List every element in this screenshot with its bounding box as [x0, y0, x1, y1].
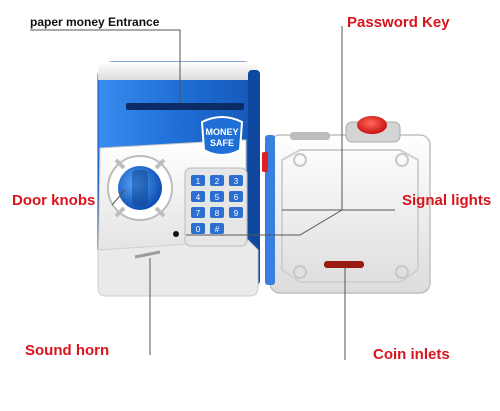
callout-lines	[30, 26, 395, 360]
keypad-key-label: 3	[234, 177, 239, 186]
door-knobs-label: Door knobs	[12, 192, 96, 209]
safe-back	[262, 116, 431, 294]
keypad-key	[191, 191, 205, 202]
password-key-button	[357, 116, 387, 134]
keypad-key	[210, 223, 224, 234]
keypad-key	[229, 207, 243, 218]
keypad-key-label: 0	[196, 225, 201, 234]
keypad-key-label: 4	[196, 193, 201, 202]
signal-light	[262, 152, 268, 172]
safe-front: 1 2 3 4 5 6 7 8 9 0 # MONEY SAFE	[97, 61, 260, 297]
keypad-key-label: 9	[234, 209, 239, 218]
keypad: 1 2 3 4 5 6 7 8 9 0 #	[191, 175, 243, 234]
bill-slot	[126, 103, 244, 110]
badge-line-2: SAFE	[210, 138, 234, 148]
money-safe-badge: MONEY SAFE	[200, 116, 244, 156]
keypad-key	[191, 175, 205, 186]
keypad-key-label: 7	[196, 209, 201, 218]
keypad-key-label: #	[215, 225, 220, 234]
keypad-key-label: 2	[215, 177, 220, 186]
keypad-key-label: 1	[196, 177, 201, 186]
coin-inlets-label: Coin inlets	[373, 346, 450, 363]
keypad-key	[210, 191, 224, 202]
signal-lights-label: Signal lights	[402, 192, 492, 209]
keypad-key	[191, 207, 205, 218]
keypad-key	[210, 175, 224, 186]
keypad-key	[229, 191, 243, 202]
keypad-key-label: 6	[234, 193, 239, 202]
keypad-key-label: 5	[215, 193, 220, 202]
keypad-key-label: 8	[215, 209, 220, 218]
sound-horn-label: Sound horn	[25, 342, 110, 359]
paper-money-entrance-label: paper money Entrance	[30, 15, 160, 29]
coin-slot	[324, 261, 364, 268]
badge-line-1: MONEY	[205, 127, 238, 137]
keypad-key	[210, 207, 224, 218]
keypad-key	[191, 223, 205, 234]
keypad-key	[229, 175, 243, 186]
password-key-label: Password Key	[347, 14, 450, 31]
